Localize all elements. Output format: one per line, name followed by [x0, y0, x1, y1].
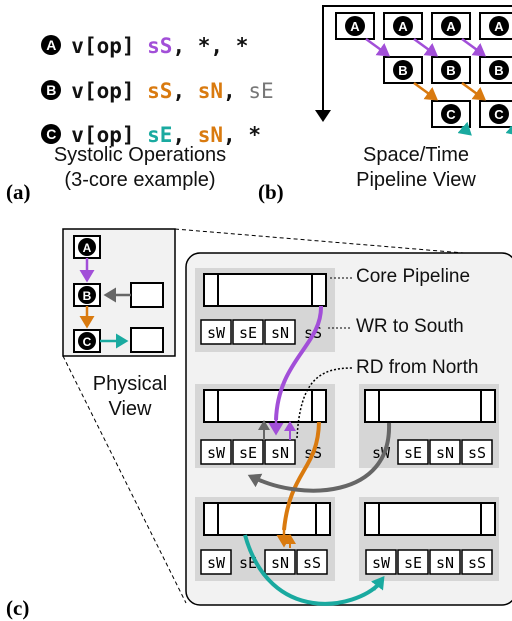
stage-box-c: C — [479, 100, 512, 128]
badge-glyph: C — [83, 335, 92, 349]
op-code: v[op] — [71, 123, 148, 147]
badge-glyph: B — [83, 289, 92, 303]
op-sep: , — [172, 79, 198, 103]
op-sep: , — [172, 123, 198, 147]
op-arg: * — [248, 123, 261, 147]
op-code: v[op] — [71, 79, 148, 103]
stage-box-c: C — [431, 100, 471, 128]
flow-gray-head — [247, 473, 263, 488]
core-tile-4: sW sE sN sS — [195, 497, 335, 581]
badge-glyph: A — [350, 19, 360, 34]
caption-line: Physical — [92, 373, 168, 395]
op-arg: * — [235, 34, 249, 58]
caption-line: Pipeline View — [356, 169, 476, 191]
flow-teal-head — [371, 576, 385, 591]
pipeline-arrows — [365, 37, 512, 136]
op-sep: , — [172, 34, 198, 58]
op-code: v[op] — [71, 34, 148, 58]
badge-glyph: A — [398, 19, 408, 34]
queue-label: sW — [207, 444, 226, 462]
core-tile-5: sW sE sN sS — [359, 497, 499, 581]
badge-glyph: B — [446, 63, 455, 78]
stage-box-b: B — [479, 56, 512, 84]
flow-teal — [243, 534, 382, 606]
op-arg: sE — [248, 79, 274, 103]
caption-line: (3-core example) — [64, 169, 216, 191]
queue-label: sN — [436, 444, 454, 462]
badge-glyph: C — [446, 107, 456, 122]
label-c: (c) — [6, 596, 30, 620]
badge-c: C — [41, 124, 62, 144]
op-arg: sE — [147, 123, 173, 147]
stage-box-b: B — [383, 56, 423, 84]
badge-glyph: C — [494, 107, 504, 122]
queue-label: sW — [207, 324, 226, 342]
pipeline-caption: Space/Time Pipeline View — [336, 143, 496, 193]
physical-core-empty — [130, 282, 164, 308]
op-arg: sS — [147, 34, 173, 58]
queue-label: sW — [372, 554, 391, 572]
queue-label: sN — [436, 554, 454, 572]
physical-core-empty — [130, 327, 164, 353]
queue-label: sE — [404, 554, 422, 572]
flow-orange — [282, 421, 321, 531]
flow-gray — [254, 422, 392, 493]
stage-box-a: A — [335, 12, 375, 40]
badge-b: B — [41, 80, 62, 100]
queue-label: sW — [207, 554, 226, 572]
queue-label: sE — [239, 444, 257, 462]
queue-label: sN — [271, 324, 289, 342]
stage-box-a: A — [383, 12, 423, 40]
queue-label: sE — [404, 444, 422, 462]
stage-box-b: B — [431, 56, 471, 84]
zoom-line — [62, 355, 187, 604]
queue-label: sN — [271, 444, 289, 462]
queue-label: sE — [239, 324, 257, 342]
badge-glyph: B — [398, 63, 407, 78]
callout-leader — [296, 367, 353, 439]
physical-core-c: C — [73, 329, 101, 353]
callout-core-pipeline: Core Pipeline — [356, 266, 471, 287]
callout-wr-south: WR to South — [356, 316, 464, 337]
flow-purple — [274, 305, 324, 421]
op-sep: , — [210, 34, 236, 58]
caption-line: Systolic Operations — [53, 144, 227, 166]
badge-a: A — [41, 35, 62, 55]
op-sep: , — [223, 123, 249, 147]
op-sep: , — [223, 79, 249, 103]
physical-core-b: B — [73, 283, 101, 307]
op-arg: sN — [197, 79, 224, 103]
callout-rd-north: RD from North — [356, 357, 479, 378]
queue-label: sS — [303, 554, 321, 572]
op-arg: sS — [147, 79, 173, 103]
physical-caption: Physical View — [80, 372, 180, 422]
badge-glyph: A — [83, 241, 92, 255]
op-arg: * — [197, 34, 211, 58]
queue-label: sS — [468, 554, 486, 572]
stage-box-a: A — [479, 12, 512, 40]
badge-glyph: A — [446, 19, 456, 34]
physical-core-a: A — [73, 235, 101, 259]
badge-glyph: A — [494, 19, 504, 34]
queue-label: sN — [271, 554, 289, 572]
systolic-caption: Systolic Operations (3-core example) — [40, 143, 240, 193]
op-arg: sN — [197, 123, 224, 147]
badge-glyph: B — [494, 63, 503, 78]
core-tile-3: sW sE sN sS — [359, 384, 499, 468]
core-tile-1: sW sE sN sS — [195, 268, 335, 352]
label-a: (a) — [6, 180, 31, 204]
queue-label: sS — [468, 444, 486, 462]
pipeline-axes — [322, 5, 512, 118]
stage-box-a: A — [431, 12, 471, 40]
label-b: (b) — [258, 180, 284, 204]
caption-line: View — [108, 398, 152, 420]
caption-line: Space/Time — [363, 144, 469, 166]
